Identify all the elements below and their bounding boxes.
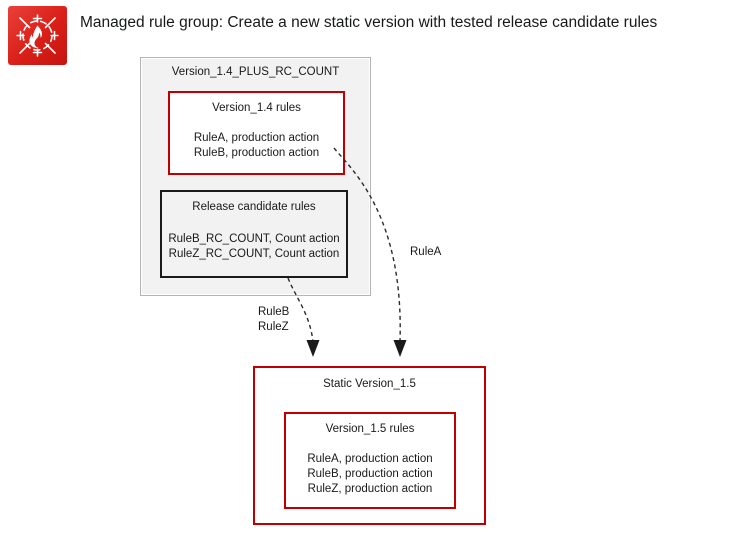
rule-item: RuleZ_RC_COUNT, Count action	[168, 248, 340, 260]
release-candidate-rules-box: Release candidate rules RuleB_RC_COUNT, …	[160, 190, 348, 278]
version-1-5-rule-list: RuleA, production action RuleB, producti…	[286, 452, 454, 497]
rule-item: RuleB, production action	[193, 147, 320, 159]
release-candidate-rule-list: RuleB_RC_COUNT, Count action RuleZ_RC_CO…	[162, 232, 346, 262]
arrow-label-rulez: RuleZ	[258, 321, 289, 333]
arrow-label-ruleb: RuleB	[258, 306, 290, 318]
rule-item: RuleA, production action	[307, 453, 433, 465]
version-group-title: Version_1.4_PLUS_RC_COUNT	[171, 66, 340, 78]
rule-item: RuleB_RC_COUNT, Count action	[168, 233, 340, 245]
page-title: Managed rule group: Create a new static …	[80, 14, 658, 31]
version-1-5-rules-title: Version_1.5 rules	[325, 423, 415, 435]
version-1-4-rules-title: Version_1.4 rules	[212, 102, 301, 114]
version-1-4-rule-list: RuleA, production action RuleB, producti…	[170, 131, 343, 161]
aws-waf-icon	[8, 6, 67, 65]
arrow-label-rulebz: RuleB RuleZ	[258, 305, 289, 335]
rule-item: RuleA, production action	[193, 132, 320, 144]
rule-item: RuleB, production action	[307, 468, 433, 480]
static-version-1-5-title: Static Version_1.5	[323, 378, 416, 390]
arrow-label-rulea: RuleA	[410, 246, 442, 258]
version-1-5-rules-box: Version_1.5 rules RuleA, production acti…	[284, 412, 456, 509]
arrow-rulea-head	[393, 340, 407, 357]
rule-item: RuleZ, production action	[307, 483, 433, 495]
arrow-rulebz-head	[306, 340, 320, 357]
version-1-4-rules-box: Version_1.4 rules RuleA, production acti…	[168, 91, 345, 175]
release-candidate-rules-title: Release candidate rules	[192, 201, 316, 213]
